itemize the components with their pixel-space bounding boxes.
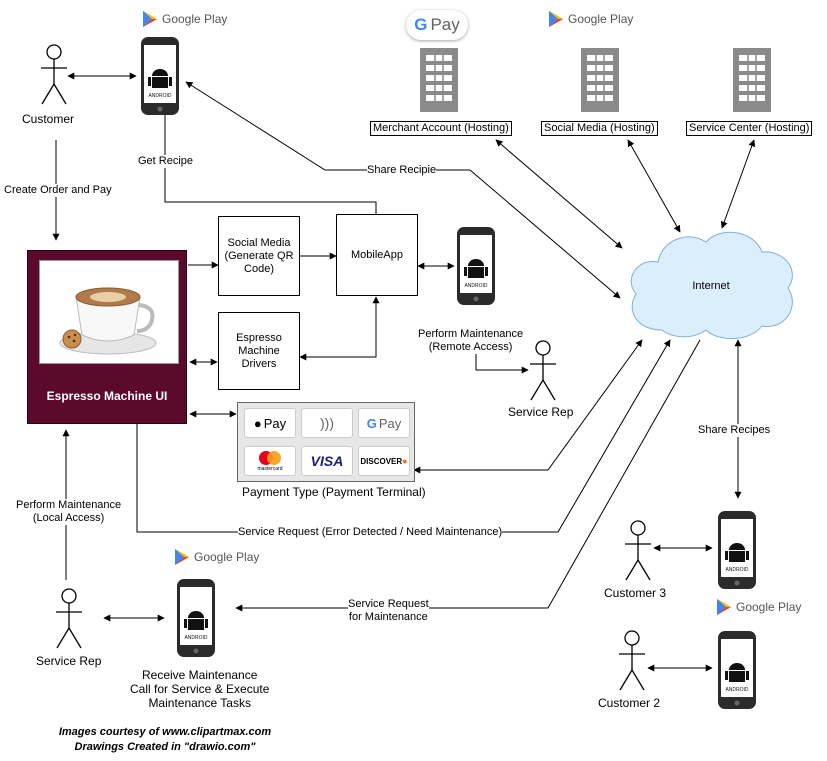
visa-label: VISA (310, 453, 344, 469)
google-play-label: Google Play (568, 12, 634, 26)
svg-text:ANDROID: ANDROID (184, 635, 207, 641)
google-pay-label: Pay (430, 15, 460, 34)
get-recipe-label: Get Recipe (138, 155, 194, 168)
google-g-icon: G (414, 15, 428, 34)
mastercard-label: mastercard (257, 466, 283, 472)
server-icon (733, 48, 771, 112)
edge-service-center-internet (720, 139, 756, 229)
service-request-maint-label: Service Request for Maintenance (348, 598, 429, 624)
edge-remote-maint (475, 352, 529, 374)
svg-text:ANDROID: ANDROID (464, 283, 487, 289)
svg-text:ANDROID: ANDROID (725, 567, 748, 573)
customer2-label: Customer 2 (598, 696, 661, 710)
customer3-actor-icon (623, 520, 653, 584)
phone-android-icon: ANDROID (140, 36, 180, 116)
svg-text:ANDROID: ANDROID (725, 687, 748, 693)
google-play-label: Google Play (194, 550, 260, 564)
google-play-icon (549, 11, 563, 27)
google-play-label: Google Play (736, 600, 802, 614)
visa-card: VISA (301, 446, 353, 476)
social-media-qr-box: Social Media (Generate QR Code) (218, 216, 300, 296)
share-recipes-label: Share Recipes (698, 424, 771, 437)
merchant-hosting-label: Merchant Account (Hosting) (370, 121, 512, 136)
espresso-machine-ui: Espresso Machine UI (27, 250, 187, 424)
mobileapp-label: MobileApp (351, 248, 403, 261)
phone-android-icon: ANDROID (176, 578, 216, 658)
customer-label: Customer (22, 112, 75, 126)
contactless-card: ))) (301, 408, 353, 438)
phone-android-icon: ANDROID (456, 226, 496, 306)
google-play-badge: Google Play (716, 598, 801, 616)
edge-payment-internet (413, 339, 643, 474)
customer-actor-icon (39, 44, 69, 108)
phone-android-icon: ANDROID (717, 510, 757, 590)
credits-line-1: Images courtesy of www.clipartmax.com (58, 726, 272, 738)
google-play-icon (175, 549, 189, 565)
mastercard-icon (259, 451, 281, 465)
perform-local-label: Perform Maintenance (Local Access) (16, 499, 122, 525)
google-play-icon (143, 11, 157, 27)
espresso-drivers-label: Espresso Machine Drivers (236, 331, 282, 370)
credits-line-2: Drawings Created in "drawio.com" (74, 741, 256, 753)
edge-drivers-mobileapp (299, 296, 380, 361)
mobileapp-box: MobileApp (336, 214, 418, 296)
internet-label: Internet (692, 280, 729, 292)
server-icon (581, 48, 619, 112)
google-pay-terminal-label: Pay (378, 415, 402, 431)
google-play-badge: Google Play (142, 10, 227, 28)
espresso-drivers-box: Espresso Machine Drivers (218, 312, 300, 390)
discover-card: DISCOVER● (358, 446, 410, 476)
customer3-label: Customer 3 (604, 586, 667, 600)
google-play-icon (717, 599, 731, 615)
contactless-icon: ))) (320, 415, 334, 431)
internet-cloud: Internet (630, 231, 793, 340)
service-center-hosting-label: Service Center (Hosting) (686, 121, 813, 136)
service-request-error-label: Service Request (Error Detected / Need M… (238, 526, 503, 539)
edge-merchant-internet (495, 139, 623, 249)
payment-caption: Payment Type (Payment Terminal) (242, 485, 426, 499)
apple-icon: ● (253, 415, 262, 431)
apple-pay-label: Pay (263, 415, 287, 431)
service-rep-local-actor-icon (54, 588, 84, 652)
coffee-cup-image (39, 260, 179, 364)
customer2-actor-icon (617, 630, 647, 694)
google-play-badge: Google Play (174, 548, 259, 566)
service-rep-local-label: Service Rep (36, 654, 102, 668)
perform-remote-label: Perform Maintenance (Remote Access) (418, 328, 524, 354)
svg-text:ANDROID: ANDROID (148, 93, 171, 99)
service-rep-remote-label: Service Rep (508, 405, 574, 419)
social-hosting-label: Social Media (Hosting) (541, 121, 658, 136)
espresso-ui-title: Espresso Machine UI (46, 389, 168, 403)
share-recipie-label: Share Recipie (367, 164, 437, 177)
phone-android-icon: ANDROID (717, 630, 757, 710)
social-media-qr-label: Social Media (Generate QR Code) (224, 236, 294, 275)
edge-service-request-maint (235, 339, 701, 612)
google-play-badge: Google Play (548, 10, 633, 28)
discover-label: DISCOVER (360, 456, 403, 466)
apple-pay-card: ●Pay (244, 408, 296, 438)
service-rep-actor-icon (528, 340, 558, 404)
google-play-label: Google Play (162, 12, 228, 26)
receive-maint-label: Receive Maintenance Call for Service & E… (130, 668, 270, 710)
server-icon (420, 48, 458, 112)
discover-dot-icon: ● (402, 456, 408, 466)
google-g-icon: G (366, 415, 377, 431)
edge-social-internet (627, 139, 681, 233)
edge-get-recipe (161, 101, 377, 214)
create-order-label: Create Order and Pay (4, 184, 112, 197)
google-pay-badge: G Pay (406, 10, 468, 40)
mastercard-card: mastercard (244, 446, 296, 476)
